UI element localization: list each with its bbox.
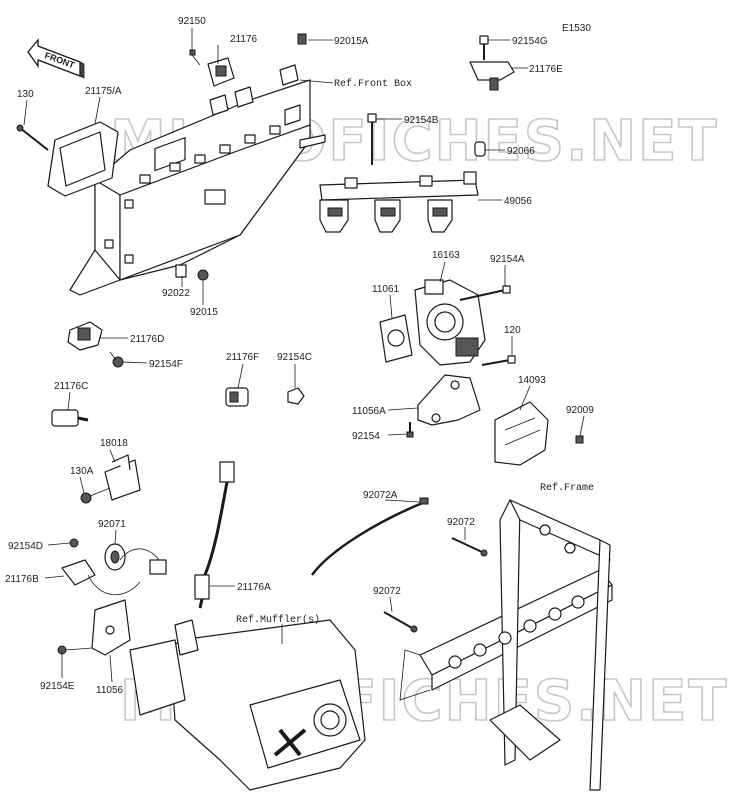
callout-label: 92154 bbox=[352, 431, 380, 442]
muffler bbox=[129, 619, 366, 791]
fuel-rail-49056 bbox=[319, 171, 479, 233]
callout-label: 92154G bbox=[512, 36, 548, 47]
callout-label: 18018 bbox=[100, 438, 128, 449]
callout-label: 21176C bbox=[54, 381, 88, 392]
throttle-body-16163 bbox=[414, 279, 486, 366]
diagram-code: E1530 bbox=[562, 23, 591, 34]
callout-label: 14093 bbox=[518, 375, 546, 386]
leader-lines bbox=[23, 28, 585, 683]
nut-92154c bbox=[287, 387, 305, 405]
grommet-92071 bbox=[104, 543, 126, 571]
screw-92009 bbox=[575, 435, 584, 444]
callout-label: 16163 bbox=[432, 250, 460, 261]
screw-92154d bbox=[69, 538, 79, 548]
callout-label: 130A bbox=[70, 466, 94, 477]
screw-92154f bbox=[109, 351, 124, 368]
sensor-21176c bbox=[51, 409, 89, 427]
bolt-120 bbox=[481, 355, 516, 366]
callout-label: 21176D bbox=[130, 334, 164, 345]
callout-label: 92154C bbox=[277, 352, 312, 363]
callout-label: 130 bbox=[17, 89, 34, 100]
sensor-21176f bbox=[225, 387, 249, 407]
grommet-92066 bbox=[474, 141, 486, 157]
callout-label: 92071 bbox=[98, 519, 126, 530]
screw-92150 bbox=[189, 49, 201, 66]
callout-label: 92154F bbox=[149, 359, 183, 370]
callout-label: 92015 bbox=[190, 307, 218, 318]
callout-label: 21175/A bbox=[85, 86, 122, 97]
bolt-130a bbox=[80, 487, 111, 504]
ref-frame: Ref.Frame bbox=[540, 482, 594, 494]
callout-label: 92154D bbox=[8, 541, 43, 552]
clip-92015a bbox=[297, 33, 307, 45]
ref-mufflers: Ref.Muffler(s) bbox=[236, 614, 320, 626]
callout-label: 120 bbox=[504, 325, 521, 336]
bracket-11056a bbox=[417, 374, 481, 426]
sensor-21176b bbox=[61, 548, 167, 596]
callout-label: 92072A bbox=[363, 490, 398, 501]
callout-label: 92009 bbox=[566, 405, 594, 416]
bolt-92154a bbox=[459, 285, 511, 301]
callout-label: 21176A bbox=[237, 582, 271, 593]
ref-front-box: Ref.Front Box bbox=[334, 78, 412, 90]
sensor-21176e bbox=[469, 61, 515, 91]
callout-label: 92154E bbox=[40, 681, 75, 692]
cover-14093 bbox=[494, 401, 549, 466]
sensor-21176d bbox=[67, 321, 103, 351]
bolt-92154b bbox=[367, 113, 377, 165]
callout-label: 21176B bbox=[5, 574, 39, 585]
callout-label: 92072 bbox=[373, 586, 401, 597]
gasket-11061 bbox=[379, 314, 413, 363]
oxygen-sensor-21176a bbox=[194, 461, 235, 609]
screw-92154e bbox=[57, 645, 93, 655]
tie-strap-92072-a bbox=[451, 537, 488, 557]
tie-strap-92072a bbox=[310, 497, 429, 576]
callout-label: 11061 bbox=[372, 284, 400, 295]
callout-label: 92154A bbox=[490, 254, 525, 265]
bracket-18018 bbox=[104, 454, 141, 501]
front-arrow-icon: FRONT bbox=[27, 38, 85, 79]
bolt-130 bbox=[16, 124, 49, 151]
tie-strap-92072-b bbox=[383, 611, 418, 633]
callout-label: 92066 bbox=[507, 146, 535, 157]
callout-label: 92022 bbox=[162, 288, 190, 299]
screw-92154g bbox=[479, 35, 489, 60]
washer-92022 bbox=[175, 264, 187, 278]
callout-label: 49056 bbox=[504, 196, 532, 207]
screw-92154 bbox=[406, 422, 414, 438]
ecu-module bbox=[47, 121, 119, 197]
bracket-11056 bbox=[91, 599, 131, 656]
callout-list: 92150 21176 92015A 130 21175/A 92154G 21… bbox=[5, 16, 594, 696]
callout-label: 92015A bbox=[334, 36, 369, 47]
front-box-bracket bbox=[69, 64, 326, 296]
callout-label: 21176 bbox=[230, 34, 258, 45]
frame-structure bbox=[399, 499, 613, 791]
callout-label: 92072 bbox=[447, 517, 475, 528]
nut-92015 bbox=[197, 269, 209, 281]
callout-label: 92154B bbox=[404, 115, 439, 126]
callout-label: 11056 bbox=[96, 685, 124, 696]
sensor-21176 bbox=[207, 57, 235, 87]
callout-label: 92150 bbox=[178, 16, 206, 27]
callout-label: 21176F bbox=[226, 352, 259, 363]
callout-label: 21176E bbox=[529, 64, 563, 75]
callout-label: 11056A bbox=[352, 406, 386, 417]
